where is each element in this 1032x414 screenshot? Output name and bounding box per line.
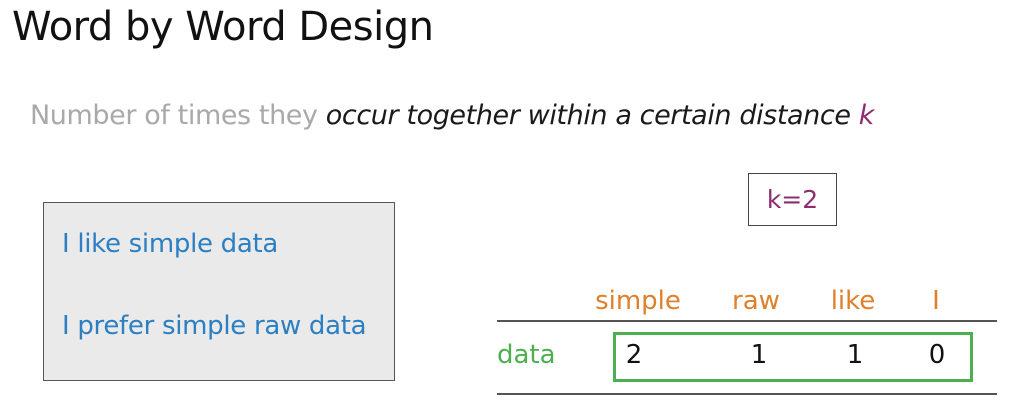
- column-header-i: I: [932, 286, 940, 316]
- subtitle-emphasis-text: occur together within a certain distance: [325, 100, 859, 131]
- column-header-raw: raw: [732, 286, 780, 316]
- subtitle-variable-k: k: [858, 100, 875, 131]
- table-top-rule: [497, 320, 997, 322]
- column-header-simple: simple: [595, 286, 681, 316]
- slide-subtitle: Number of times they occur together with…: [30, 100, 874, 131]
- slide-title: Word by Word Design: [12, 4, 434, 50]
- table-bottom-rule: [497, 393, 997, 395]
- subtitle-plain-text: Number of times they: [30, 100, 326, 131]
- matrix-cell: 2: [625, 340, 643, 370]
- row-label-data: data: [497, 340, 556, 370]
- highlighted-row-box: [613, 332, 973, 382]
- matrix-cell: 1: [750, 340, 768, 370]
- window-size-box: k=2: [748, 173, 837, 226]
- corpus-box: I like simple data I prefer simple raw d…: [43, 202, 395, 381]
- corpus-sentence: I like simple data: [62, 229, 279, 259]
- column-header-like: like: [830, 286, 876, 316]
- corpus-sentence: I prefer simple raw data: [62, 311, 367, 341]
- window-size-label: k=2: [766, 185, 819, 214]
- matrix-cell: 0: [928, 340, 946, 370]
- matrix-cell: 1: [846, 340, 864, 370]
